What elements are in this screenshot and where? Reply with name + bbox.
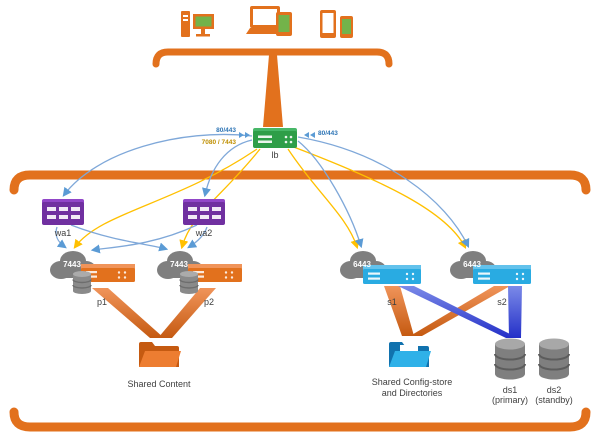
s1-to-config-store-beam <box>384 286 414 336</box>
lb-to-p1-arrow <box>73 148 258 249</box>
portal-1-server-icon <box>72 262 136 301</box>
ds1-label-line1: ds1 <box>502 385 518 395</box>
wa2-to-p2-arrow <box>187 226 208 249</box>
ds1-database-icon <box>492 336 528 389</box>
web-adaptor-2-icon <box>182 198 226 231</box>
lb-to-s1-arrow <box>287 148 360 250</box>
web-adaptor-2-label: wa2 <box>195 228 213 238</box>
lb-to-s2-web-arrow <box>297 136 470 249</box>
lb-to-wa1-arrow <box>62 133 253 197</box>
lb-port-label-app-left: 7080 / 7443 <box>201 139 236 146</box>
ds2-label-line1: ds2 <box>546 385 562 395</box>
s2-to-ds1-beam <box>508 286 522 338</box>
config-store-label-line2: and Directories <box>381 388 443 398</box>
load-balancer-label: lb <box>271 150 279 160</box>
wa1-to-p2-arrow <box>70 224 169 252</box>
web-adaptor-1-icon <box>41 198 85 231</box>
client-laptop-icon <box>246 4 296 51</box>
p2-to-shared-content-beam <box>158 288 216 338</box>
wa2-to-p1-arrow <box>90 224 198 254</box>
portal-2-server-icon <box>179 262 243 301</box>
lb-inbound-arrows <box>239 132 315 138</box>
server-1-icon <box>360 264 424 295</box>
server-1-port-label: 6443 <box>353 260 371 269</box>
client-desktop-icon <box>180 7 216 52</box>
portal-2-port-label: 7443 <box>170 260 188 269</box>
portal-1-label: p1 <box>96 297 107 307</box>
data-tier-bus <box>9 407 591 432</box>
clients-to-lb-stem <box>263 55 283 127</box>
lb-port-label-web-right: 80/443 <box>318 130 338 137</box>
server-2-label: s2 <box>497 297 507 307</box>
server-2-port-label: 6443 <box>463 260 481 269</box>
server-2-icon <box>470 264 534 295</box>
wa1-to-p1-arrow <box>55 226 67 249</box>
shared-content-folder-icon <box>136 336 182 377</box>
load-balancer-icon <box>252 127 298 154</box>
web-adaptor-1-label: wa1 <box>54 228 72 238</box>
shared-content-label: Shared Content <box>127 379 191 389</box>
server-1-label: s1 <box>387 297 397 307</box>
ds1-label-line2: (primary) <box>492 395 528 405</box>
lb-to-s1-web-arrow <box>297 140 364 249</box>
ds2-database-icon <box>536 336 572 389</box>
lb-to-s2-arrow <box>290 145 467 250</box>
ds2-label-line2: (standby) <box>535 395 573 405</box>
portal-1-port-label: 7443 <box>63 260 81 269</box>
web-tier-bus <box>9 170 591 195</box>
client-mobile-icon <box>318 8 360 49</box>
portal-2-label: p2 <box>203 297 214 307</box>
lb-to-wa2-arrow <box>202 139 253 198</box>
p1-to-shared-content-beam <box>92 288 164 338</box>
s1-to-ds1-beam <box>398 286 518 338</box>
config-store-folder-icon <box>386 336 432 377</box>
config-store-label-line1: Shared Config-store <box>371 377 453 387</box>
lb-port-label-web-left: 80/443 <box>216 127 236 134</box>
clients-bracket <box>152 48 393 68</box>
